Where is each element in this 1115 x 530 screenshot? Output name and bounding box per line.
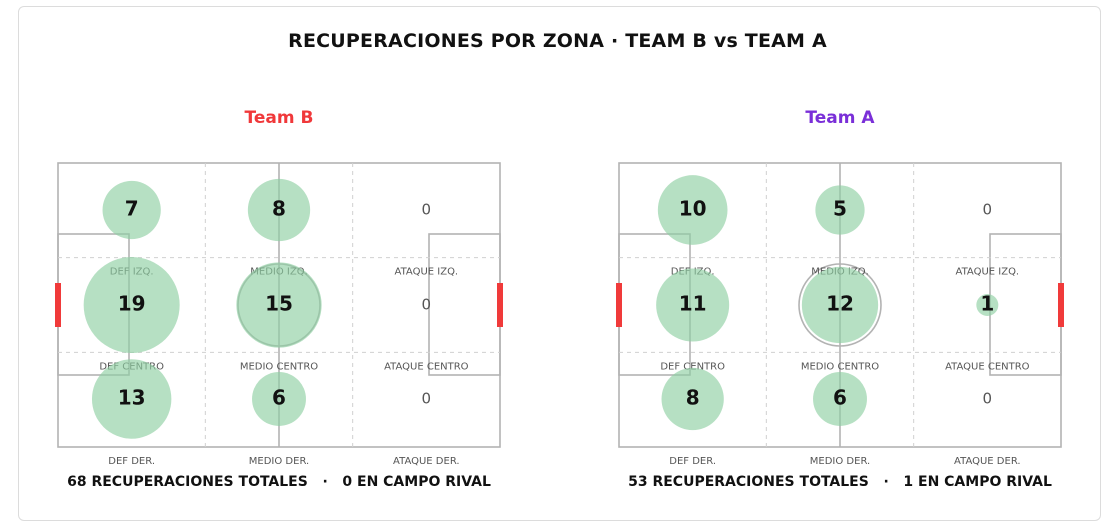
zone-value: 6 [272, 386, 286, 410]
zone-label: MEDIO CENTRO [240, 361, 318, 372]
zone-label: ATAQUE DER. [954, 456, 1021, 467]
zone-value: 0 [983, 390, 993, 408]
zone-value: 6 [833, 386, 847, 410]
zone-bubble [83, 257, 180, 353]
zone-value: 0 [422, 296, 432, 314]
zone-label: ATAQUE CENTRO [945, 361, 1030, 372]
team-summary: 68 RECUPERACIONES TOTALES · 0 EN CAMPO R… [67, 474, 491, 490]
zone-bubble [661, 367, 724, 431]
chart-title: RECUPERACIONES POR ZONA · TEAM B vs TEAM… [288, 30, 827, 52]
zone-label: ATAQUE IZQ. [395, 267, 459, 278]
zone-label: DEF DER. [669, 456, 716, 467]
zone-value: 8 [272, 197, 286, 221]
left-goal [616, 283, 622, 327]
zone-label: DEF CENTRO [660, 361, 725, 372]
zone-value: 0 [983, 201, 993, 219]
zone-bubble [102, 180, 161, 240]
right-penalty-box [989, 233, 1062, 376]
zone-value: 19 [118, 292, 146, 316]
right-goal [1058, 283, 1064, 327]
team-title: Team B [245, 108, 314, 128]
zone-label: MEDIO CENTRO [801, 361, 879, 372]
zone-value: 13 [118, 386, 146, 410]
zone-value: 11 [679, 292, 707, 316]
zone-bubble [801, 266, 879, 344]
zone-bubble [252, 372, 306, 426]
team-summary: 53 RECUPERACIONES TOTALES · 1 EN CAMPO R… [628, 474, 1052, 490]
chart-card [18, 6, 1101, 521]
center-circle [798, 263, 882, 347]
zone-value: 0 [422, 390, 432, 408]
zone-value: 0 [422, 201, 432, 219]
zone-label: DEF DER. [108, 456, 155, 467]
zone-value: 8 [686, 386, 700, 410]
right-penalty-box [428, 233, 501, 376]
zone-label: ATAQUE DER. [393, 456, 460, 467]
zone-bubble [91, 359, 172, 439]
zone-value: 15 [265, 292, 293, 316]
zone-value: 7 [125, 197, 139, 221]
zone-value: 1 [980, 292, 994, 316]
zone-label: ATAQUE CENTRO [384, 361, 469, 372]
zone-label: MEDIO DER. [810, 456, 870, 467]
zone-bubble [815, 185, 865, 235]
zone-value: 10 [679, 197, 707, 221]
team-title: Team A [805, 108, 875, 128]
right-goal [497, 283, 503, 327]
left-goal [55, 283, 61, 327]
zone-label: ATAQUE IZQ. [956, 267, 1020, 278]
zone-bubble [813, 372, 867, 426]
zone-value: 5 [833, 197, 847, 221]
zone-value: 12 [826, 292, 854, 316]
zone-bubble [657, 175, 728, 245]
zone-bubble [247, 178, 311, 242]
zone-bubble [236, 262, 322, 348]
zone-bubble [976, 293, 999, 317]
zone-bubble [656, 268, 730, 342]
zone-label: MEDIO DER. [249, 456, 309, 467]
